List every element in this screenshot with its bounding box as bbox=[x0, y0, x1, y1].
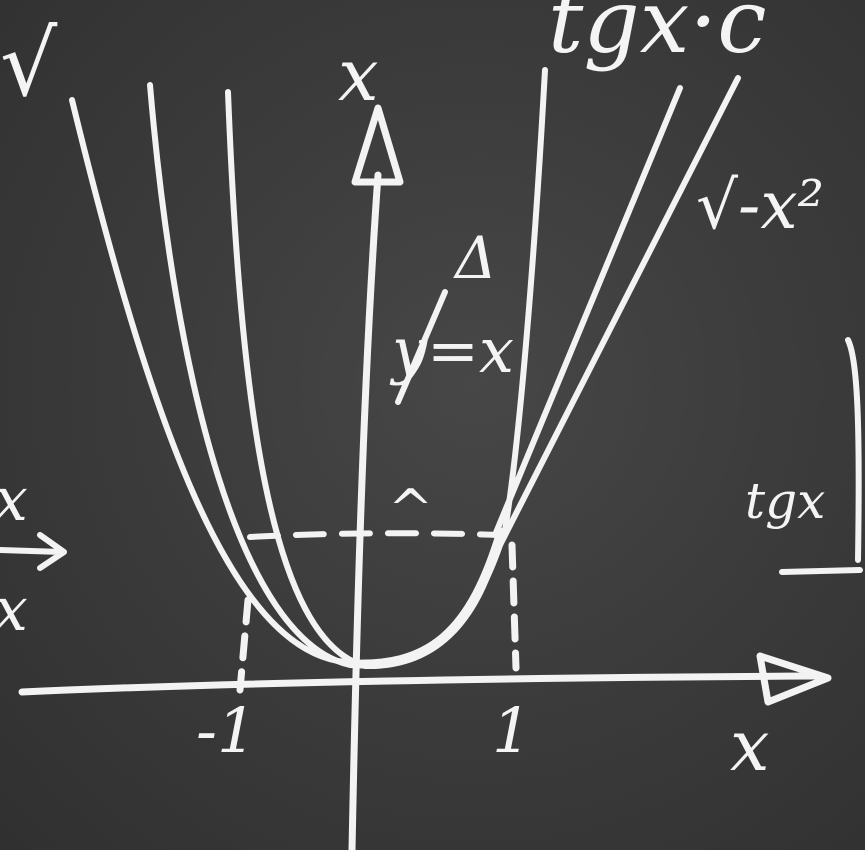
left-edge-fragment-2: x bbox=[0, 575, 28, 645]
dashed-guides bbox=[236, 530, 520, 694]
line-curve-right-b bbox=[497, 75, 741, 548]
labels: √ tgx·c x Δ y=x √-x² tgx ^ x -1 1 x x bbox=[0, 0, 825, 787]
tgx-label: tgx bbox=[745, 472, 825, 530]
axes bbox=[18, 104, 832, 850]
horizontal-dashed-line bbox=[247, 530, 503, 540]
y-equals-x-line bbox=[395, 289, 448, 405]
curves bbox=[69, 67, 741, 670]
top-right-text: tgx·c bbox=[548, 0, 767, 73]
left-dashed-drop bbox=[236, 596, 252, 694]
left-arrow-stroke bbox=[0, 532, 67, 571]
y-axis-arrowhead bbox=[351, 104, 404, 186]
x-axis-label: x bbox=[730, 705, 769, 787]
y-equals-x-label: y=x bbox=[389, 314, 514, 387]
x-axis-arrowhead bbox=[756, 652, 832, 706]
right-dashed-drop bbox=[508, 541, 520, 672]
bracket-vertical bbox=[845, 337, 862, 563]
line-curve-right-a bbox=[492, 85, 683, 538]
sqrt-label: √-x² bbox=[696, 167, 824, 244]
caret-mark: ^ bbox=[388, 478, 433, 541]
tick-neg-one: -1 bbox=[196, 694, 256, 767]
bracket-baseline bbox=[779, 567, 863, 575]
right-bracket bbox=[779, 337, 863, 575]
y-axis-label: x bbox=[338, 33, 379, 117]
top-left-fragment: √ bbox=[0, 12, 58, 117]
triangle-label: Δ bbox=[453, 224, 497, 292]
tick-one: 1 bbox=[492, 694, 531, 767]
inner-parabola-curve bbox=[225, 89, 503, 670]
left-edge-scribbles bbox=[0, 532, 67, 571]
left-edge-fragment: x bbox=[0, 465, 28, 535]
x-axis-line bbox=[18, 672, 819, 696]
y-axis-line bbox=[348, 171, 382, 850]
